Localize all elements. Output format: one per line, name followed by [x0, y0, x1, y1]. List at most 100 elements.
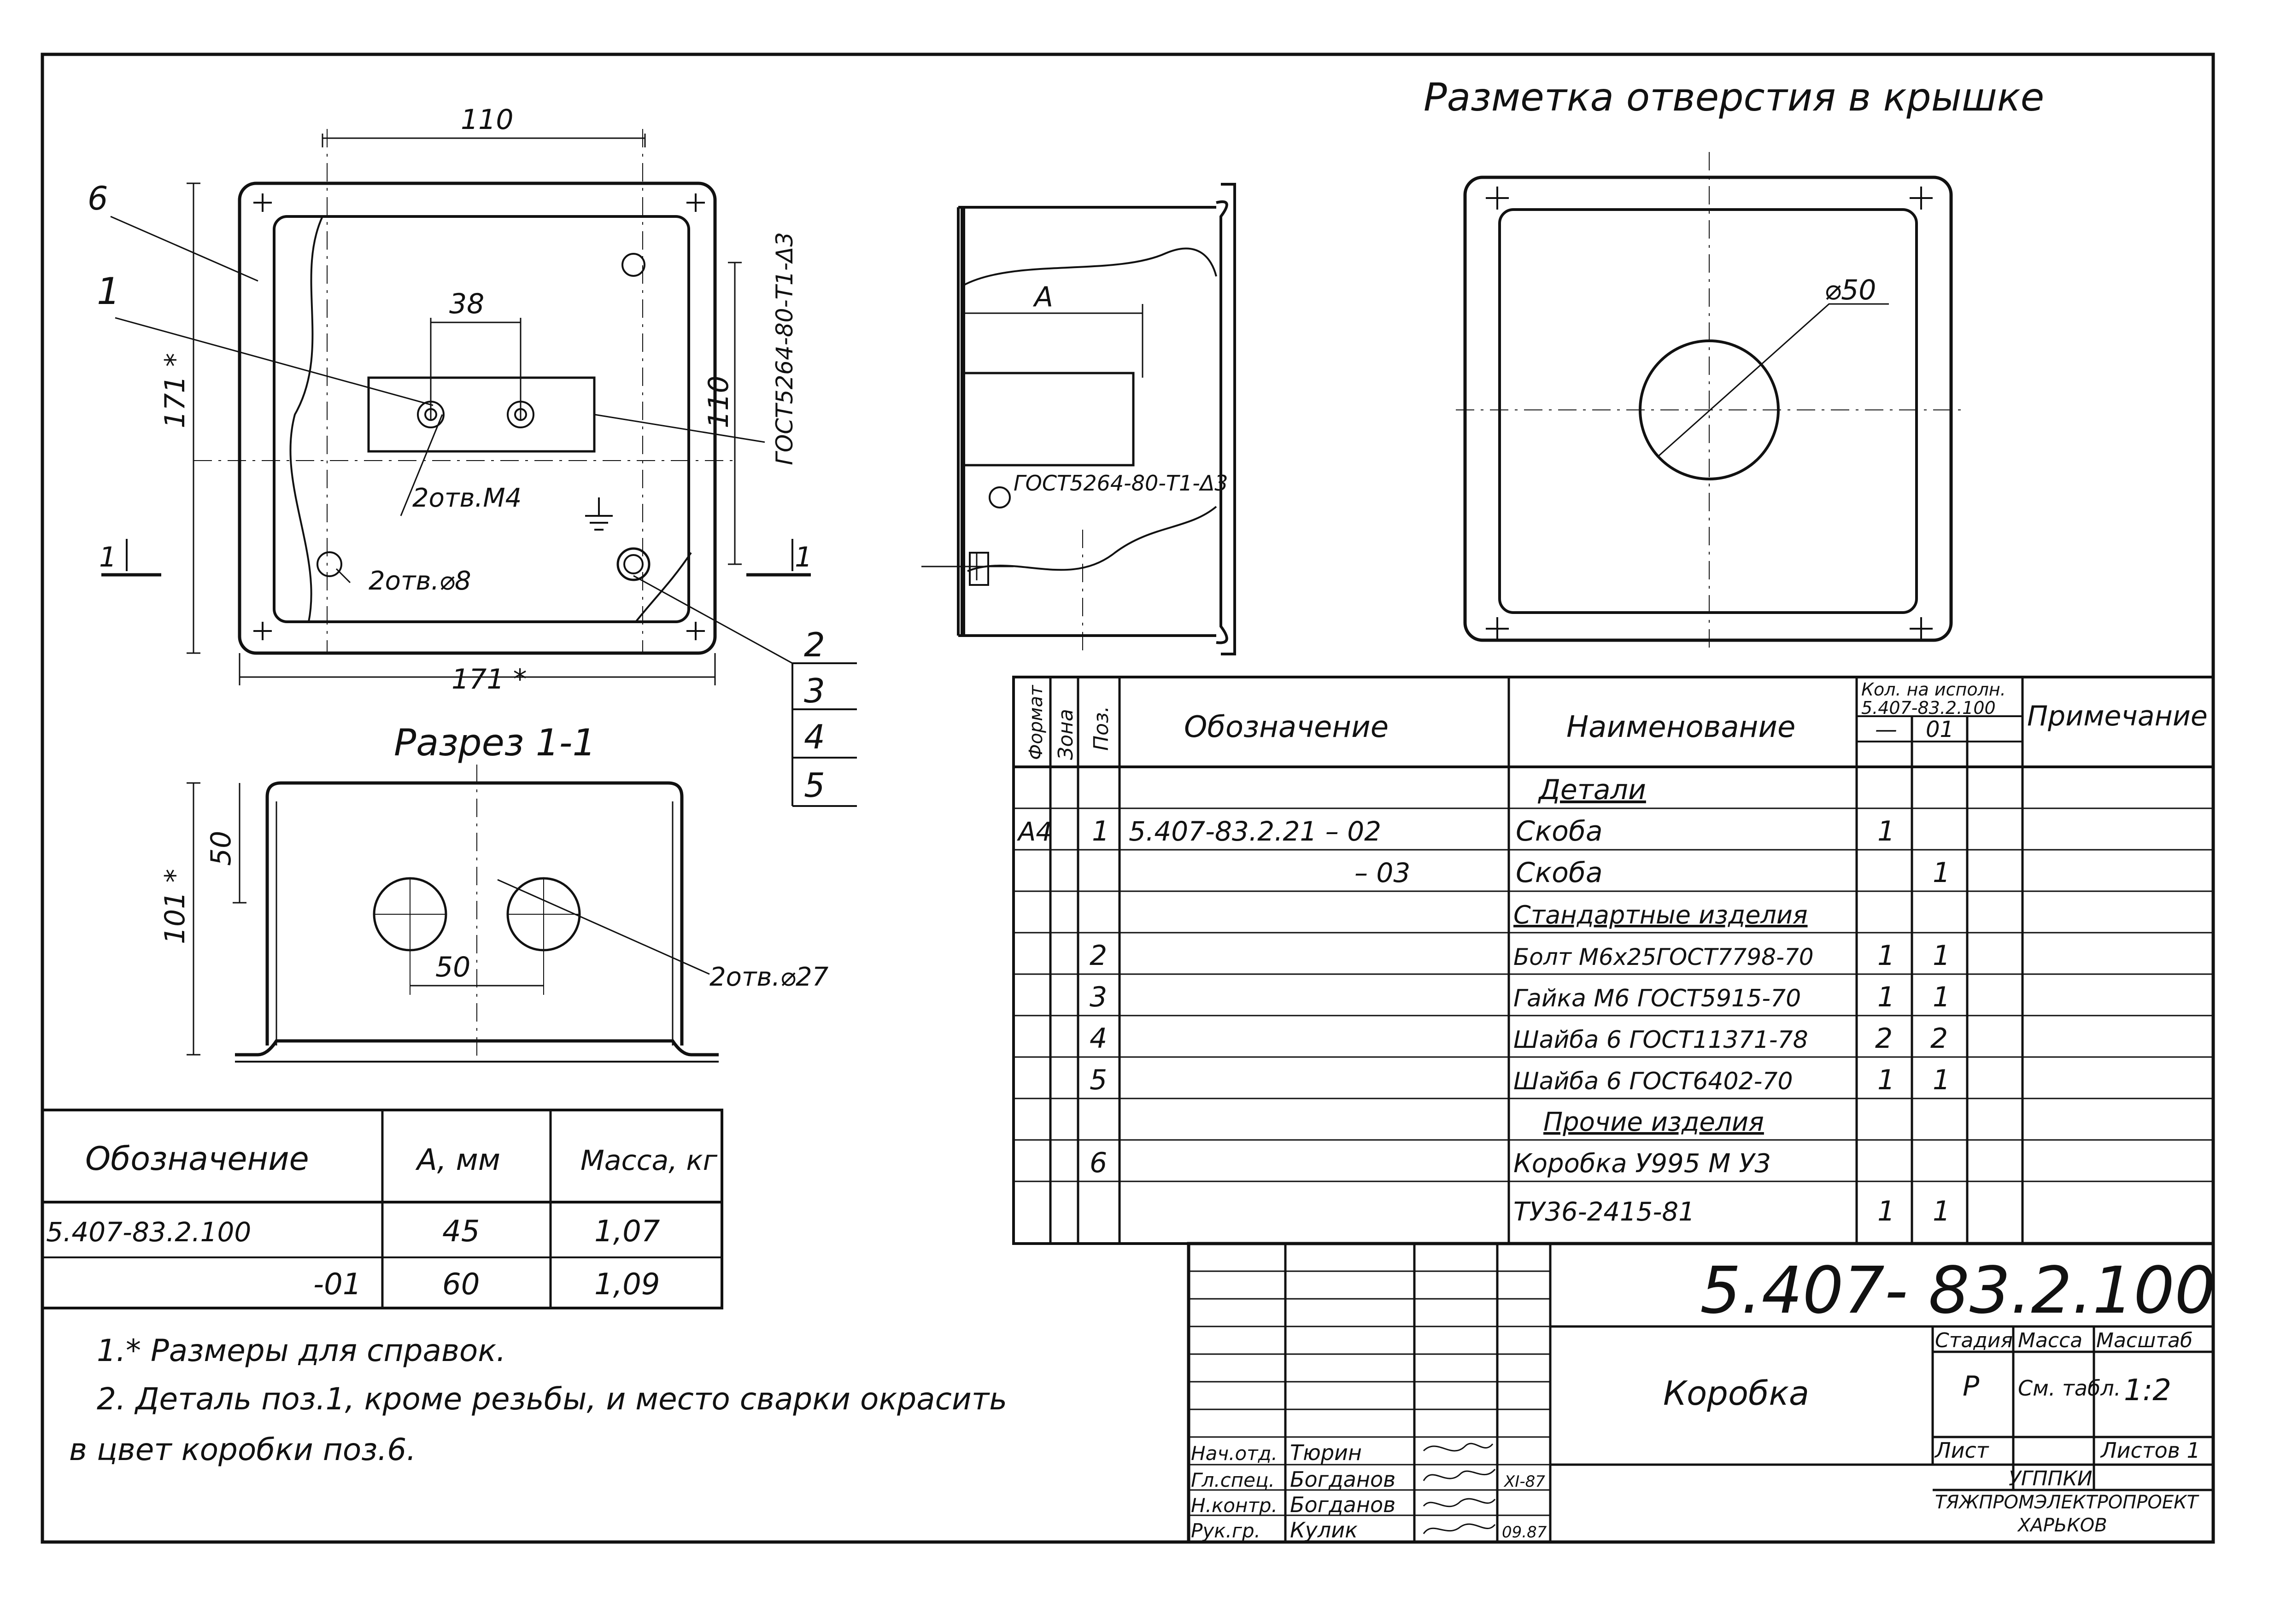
variant-a: 45 — [442, 1215, 480, 1249]
holes-m4: 2отв.М4 — [412, 483, 522, 513]
spec-q1: 1 — [1877, 1064, 1895, 1096]
spec-q1: 2 — [1875, 1022, 1893, 1055]
callout-stack — [791, 662, 857, 807]
spec-name: Шайба 6 ГОСТ6402-70 — [1513, 1068, 1793, 1095]
dim-bracket-width: 38 — [449, 288, 484, 320]
spec-pos: 5 — [1090, 1064, 1107, 1096]
stage-value: Р — [1963, 1370, 1980, 1402]
spec-q2: 1 — [1933, 857, 1950, 889]
title-block-grid — [1187, 1242, 2215, 1544]
spec-designation: – 03 — [1354, 857, 1410, 888]
item-name: Коробка — [1663, 1374, 1809, 1413]
callout-2: 2 — [804, 625, 825, 664]
variants-header-a: А, мм — [415, 1143, 500, 1177]
section-mark-right: 1 — [795, 541, 812, 573]
callout-4: 4 — [804, 718, 825, 756]
doc-number: 5.407- 83.2.100 — [1700, 1253, 2216, 1328]
spec-q1: 1 — [1877, 981, 1895, 1013]
note-1: 1.* Размеры для справок. — [97, 1333, 506, 1368]
cover-diameter: ⌀50 — [1824, 274, 1876, 306]
side-view — [921, 183, 1236, 655]
cover-title: Разметка отверстия в крышке — [1424, 75, 2044, 120]
spec-row: Стандартные изделия — [1513, 900, 1808, 929]
front-view — [101, 129, 811, 685]
org-line-2: ТЯЖПРОМЭЛЕКТРОПРОЕКТ — [1935, 1492, 2200, 1513]
org-line-1: УГППКИ — [2009, 1467, 2093, 1490]
note-3: в цвет коробки поз.6. — [69, 1432, 416, 1467]
spec-row: 4 Шайба 6 ГОСТ11371-78 2 2 — [1090, 1022, 1948, 1055]
spec-q2: 1 — [1933, 1195, 1950, 1227]
weld-front: ГОСТ5264-80-Т1-Δ3 — [771, 232, 798, 465]
spec-designation: 5.407-83.2.21 – 02 — [1129, 816, 1381, 847]
variant-designation: -01 — [313, 1268, 362, 1302]
signature-name: Тюрин — [1290, 1440, 1362, 1465]
spec-pos: 6 — [1090, 1147, 1107, 1179]
spec-q2: 2 — [1930, 1022, 1948, 1055]
mass-value: См. табл. — [2018, 1376, 2121, 1401]
signature-rows: Нач.отд. Тюрин Гл.спец. Богданов XI-87 Н… — [1191, 1440, 1547, 1542]
spec-name: Стандартные изделия — [1513, 900, 1808, 929]
dim-height-inner: 110 — [703, 375, 735, 428]
table-row: 5.407-83.2.100 45 1,07 — [46, 1215, 660, 1249]
side-dim-a: A — [1032, 281, 1053, 313]
spec-q1: 1 — [1877, 940, 1895, 972]
callout-3: 3 — [804, 672, 825, 710]
spec-header-name: Наименование — [1566, 710, 1795, 744]
scale-label: Масштаб — [2096, 1329, 2192, 1352]
spec-name: Гайка М6 ГОСТ5915-70 — [1513, 985, 1801, 1012]
variants-table-grid — [41, 1109, 723, 1309]
mass-label: Масса — [2018, 1329, 2082, 1352]
variants-header-mass: Масса, кг — [580, 1145, 718, 1177]
signature-date: XI-87 — [1503, 1472, 1545, 1491]
spec-name: ТУ36-2415-81 — [1513, 1197, 1695, 1227]
org-line-3: ХАРЬКОВ — [2017, 1515, 2107, 1536]
spec-header-zone: Зона — [1054, 709, 1078, 760]
callout-1: 1 — [97, 270, 120, 313]
spec-format: А4 — [1017, 817, 1052, 847]
spec-row: ТУ36-2415-81 1 1 — [1513, 1195, 1950, 1227]
spec-q2: 1 — [1933, 1064, 1950, 1096]
signature-date: 09.87 — [1502, 1523, 1547, 1542]
spec-q2: 1 — [1933, 940, 1950, 972]
signature-name: Кулик — [1290, 1518, 1358, 1542]
spec-pos: 2 — [1090, 940, 1107, 972]
spec-row: Детали — [1537, 774, 1646, 806]
spec-pos: 4 — [1090, 1022, 1107, 1055]
section-holes-spacing: 50 — [435, 951, 470, 983]
spec-name: Скоба — [1516, 857, 1603, 889]
spec-header-pos: Поз. — [1090, 706, 1113, 751]
table-row: -01 60 1,09 — [313, 1268, 660, 1302]
spec-header-format: Формат — [1026, 684, 1047, 760]
spec-name: Скоба — [1516, 815, 1603, 847]
spec-header-note: Примечание — [2027, 700, 2208, 732]
dim-top-width: 110 — [461, 104, 514, 136]
spec-row: А4 1 5.407-83.2.21 – 02 Скоба 1 — [1017, 815, 1895, 847]
spec-header-qty-2: 5.407-83.2.100 — [1861, 698, 1996, 718]
spec-table-grid — [1012, 676, 2215, 1245]
spec-header-designation: Обозначение — [1184, 710, 1389, 744]
spec-q1: 1 — [1877, 1195, 1895, 1227]
signature-name: Богданов — [1290, 1492, 1395, 1517]
note-2: 2. Деталь поз.1, кроме резьбы, и место с… — [97, 1381, 1007, 1417]
scale-value: 1:2 — [2124, 1373, 2171, 1408]
spec-name: Коробка У995 М У3 — [1513, 1149, 1771, 1179]
signature-role: Гл.спец. — [1191, 1469, 1275, 1491]
spec-header-qty-1: Кол. на исполн. — [1861, 679, 2006, 700]
spec-name: Детали — [1537, 774, 1646, 806]
spec-header-qty-col1: — — [1875, 717, 1897, 742]
signature-role: Рук.гр. — [1191, 1519, 1260, 1542]
weld-side: ГОСТ5264-80-Т1-Δ3 — [1014, 471, 1228, 496]
spec-row: 2 Болт М6х25ГОСТ7798-70 1 1 — [1090, 940, 1950, 972]
spec-row: 5 Шайба 6 ГОСТ6402-70 1 1 — [1090, 1064, 1950, 1096]
spec-row: 6 Коробка У995 М У3 — [1090, 1147, 1771, 1179]
variant-mass: 1,07 — [594, 1215, 660, 1249]
spec-q1: 1 — [1877, 815, 1895, 847]
variant-a: 60 — [442, 1268, 480, 1302]
spec-pos: 3 — [1090, 981, 1107, 1013]
spec-header-qty-col2: 01 — [1926, 717, 1954, 742]
section-title: Разрез 1-1 — [394, 721, 596, 764]
spec-name: Шайба 6 ГОСТ11371-78 — [1513, 1026, 1808, 1054]
spec-pos: 1 — [1092, 815, 1109, 847]
spec-q2: 1 — [1933, 981, 1950, 1013]
